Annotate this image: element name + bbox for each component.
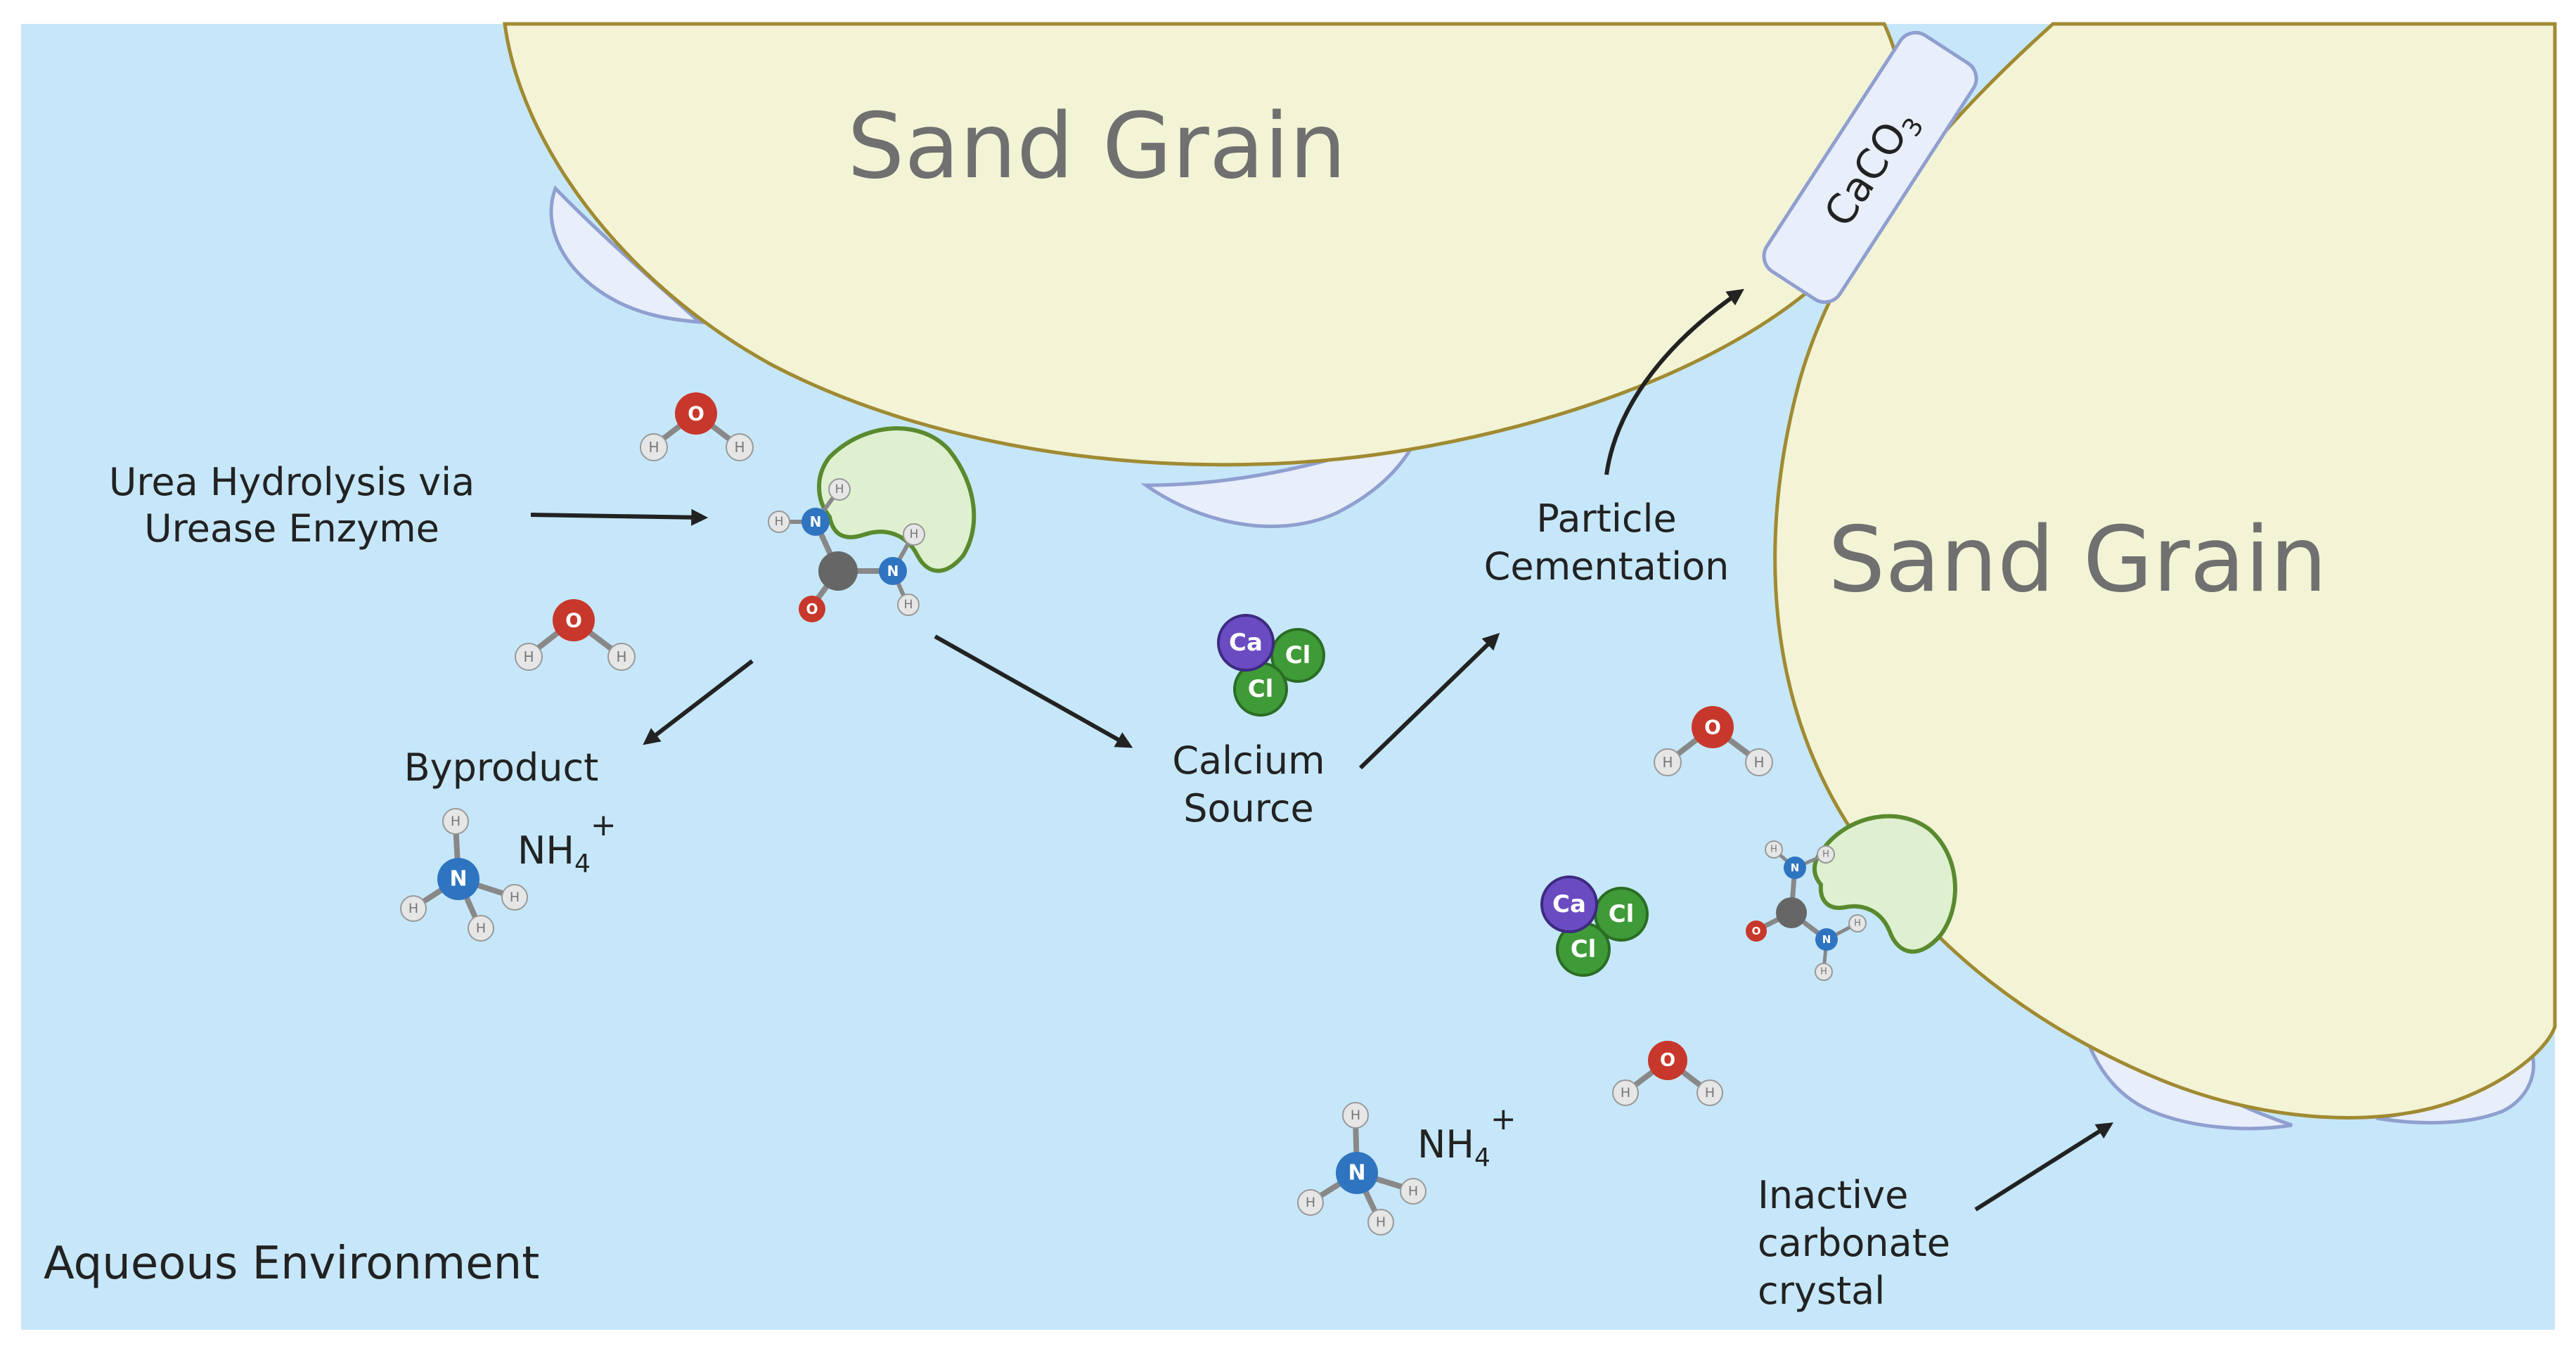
svg-text:H: H	[1408, 1184, 1418, 1199]
svg-text:Cl: Cl	[1609, 900, 1635, 928]
aqueous-environment-label: Aqueous Environment	[44, 1238, 539, 1290]
atom-hydrogen	[828, 478, 851, 501]
svg-text:H: H	[648, 439, 659, 456]
svg-text:O: O	[565, 609, 582, 632]
crystal-label: crystal	[1758, 1269, 1885, 1313]
ammonium-molecule-2: N H H H H	[1297, 1102, 1427, 1236]
svg-text:N: N	[1822, 933, 1831, 946]
svg-text:H: H	[1753, 754, 1764, 771]
carbonate-label: carbonate	[1758, 1221, 1950, 1265]
svg-text:H: H	[1854, 918, 1861, 929]
arrow-to-inactive-crystal	[1974, 1122, 2114, 1212]
water-molecule-4: O H H	[1612, 1041, 1723, 1106]
svg-text:N: N	[887, 563, 899, 579]
svg-text:H: H	[835, 482, 844, 496]
sand-grain-top-label: Sand Grain	[847, 94, 1346, 199]
svg-text:N: N	[449, 867, 467, 892]
svg-text:H: H	[1351, 1108, 1360, 1123]
calcium-label: Calcium	[1172, 738, 1325, 783]
water-molecule-2: O H H	[515, 599, 636, 671]
atom-nitrogen	[801, 508, 830, 536]
source-label: Source	[1183, 786, 1313, 831]
svg-text:H: H	[1621, 1085, 1630, 1101]
water-molecule-1: O H H	[640, 392, 754, 461]
calcium-chloride-1: Cl Cl Ca	[1217, 614, 1325, 717]
atom-carbon	[818, 551, 858, 591]
svg-text:O: O	[1752, 925, 1761, 937]
atom-hydrogen	[897, 594, 920, 616]
sand-grain-right-label: Sand Grain	[1828, 508, 2327, 613]
atom-oxygen	[799, 596, 825, 622]
svg-text:N: N	[1791, 861, 1800, 874]
atom-hydrogen	[768, 511, 790, 533]
svg-text:N: N	[810, 513, 822, 530]
nh4-label-1: NH4+	[517, 807, 617, 878]
svg-text:H: H	[904, 598, 913, 612]
svg-text:O: O	[1704, 716, 1721, 739]
particle-label: Particle	[1536, 496, 1677, 541]
svg-text:H: H	[476, 921, 486, 936]
svg-text:H: H	[1820, 967, 1827, 977]
svg-text:H: H	[734, 439, 745, 456]
crystal-deposit-left	[549, 185, 705, 325]
arrow-to-caco3	[1604, 288, 1744, 475]
svg-text:Cl: Cl	[1571, 935, 1597, 963]
arrow-to-cementation	[1358, 632, 1500, 770]
svg-text:O: O	[806, 601, 818, 617]
svg-text:H: H	[451, 814, 461, 829]
svg-text:H: H	[1376, 1214, 1386, 1230]
svg-text:H: H	[1662, 754, 1673, 771]
arrow-to-urea	[530, 508, 709, 526]
svg-text:Cl: Cl	[1248, 675, 1274, 703]
urea-hydrolysis-label: Urea Hydrolysis via	[109, 460, 475, 504]
svg-text:H: H	[1822, 849, 1829, 860]
svg-text:O: O	[688, 402, 704, 425]
cementation-label: Cementation	[1484, 544, 1730, 589]
svg-text:H: H	[1306, 1195, 1315, 1210]
svg-text:H: H	[1770, 845, 1777, 855]
svg-text:H: H	[616, 648, 626, 665]
urease-enzyme-1	[817, 426, 977, 573]
urease-enzyme-label: Urease Enzyme	[144, 506, 439, 551]
svg-text:Cl: Cl	[1285, 641, 1311, 669]
svg-text:H: H	[1705, 1085, 1715, 1101]
caco3-bridge: CaCO3	[1762, 30, 1978, 304]
svg-text:Ca: Ca	[1552, 890, 1586, 918]
svg-text:H: H	[523, 648, 534, 665]
calcium-chloride-2: Cl Cl Ca	[1540, 876, 1649, 977]
water-molecule-3: O H H	[1654, 706, 1773, 776]
svg-text:H: H	[510, 890, 520, 905]
ammonium-molecule-1: N H H H H	[400, 808, 528, 942]
inactive-label: Inactive	[1758, 1173, 1908, 1217]
urease-enzyme-2	[1812, 814, 1957, 954]
arrow-to-calcium	[934, 634, 1133, 748]
svg-text:H: H	[408, 901, 418, 916]
svg-text:O: O	[1660, 1050, 1675, 1071]
byproduct-label: Byproduct	[404, 745, 599, 790]
svg-text:Ca: Ca	[1229, 629, 1263, 657]
nh4-label-2: NH4+	[1417, 1101, 1516, 1172]
arrow-to-byproduct	[643, 659, 754, 745]
urea-molecule-2: O N N H H H H	[1746, 840, 1867, 981]
svg-text:H: H	[910, 527, 919, 541]
atom-hydrogen	[903, 523, 925, 546]
urea-molecule-1: O N N H H H H	[768, 478, 925, 622]
svg-text:N: N	[1348, 1161, 1365, 1186]
caco3-crystal	[1762, 30, 1978, 304]
svg-text:H: H	[775, 515, 784, 529]
atom-nitrogen	[879, 557, 907, 585]
